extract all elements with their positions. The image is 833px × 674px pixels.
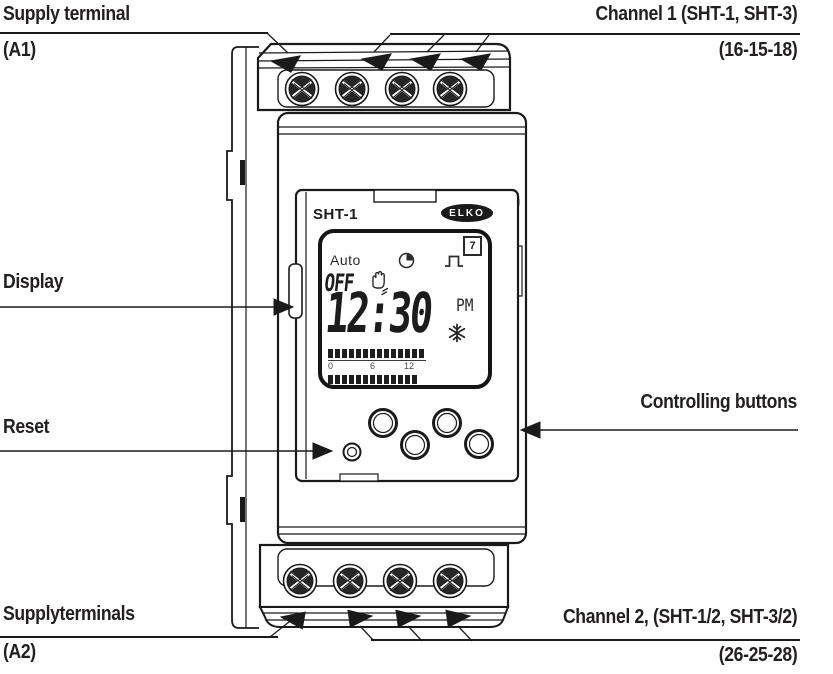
pulse-icon bbox=[445, 255, 463, 267]
channel2-terminal-screw-25 bbox=[381, 562, 419, 600]
label-supply-terminal-sub: (A1) bbox=[3, 39, 36, 61]
label-supply-terminals-sub: (A2) bbox=[3, 641, 36, 663]
scale-tick-12: 12 bbox=[404, 361, 415, 371]
controlling-buttons bbox=[342, 408, 494, 462]
button-2 bbox=[400, 430, 430, 460]
label-channel1: Channel 1 (SHT-1, SHT-3) bbox=[595, 3, 797, 25]
button-3 bbox=[432, 408, 462, 438]
model-label: SHT-1 bbox=[313, 206, 359, 223]
time-value: 12:30 bbox=[322, 281, 434, 345]
lcd-display: 7 Auto OFF 12:30 PM bbox=[318, 229, 492, 389]
meridiem-label: PM bbox=[456, 296, 474, 316]
supply-terminal-screw-a1 bbox=[283, 70, 321, 108]
clock-icon bbox=[398, 252, 415, 269]
day-indicator: 7 bbox=[463, 236, 482, 256]
supply-terminal-screw-a2 bbox=[281, 562, 319, 600]
bottom-terminal-block bbox=[258, 543, 510, 628]
timeline-bar-top bbox=[328, 349, 424, 358]
label-channel2: Channel 2, (SHT-1/2, SHT-3/2) bbox=[562, 606, 798, 628]
snowflake-icon bbox=[448, 323, 466, 343]
channel1-terminal-screw-15 bbox=[383, 70, 421, 108]
callout-lines bbox=[0, 32, 800, 642]
label-controlling-buttons: Controlling buttons bbox=[640, 391, 797, 413]
label-display: Display bbox=[3, 271, 64, 293]
reset-button bbox=[342, 442, 362, 462]
label-supply-terminals: Supplyterminals bbox=[3, 603, 135, 625]
scale-tick-0: 0 bbox=[328, 361, 334, 371]
panel-top-notch bbox=[373, 189, 437, 203]
label-supply-terminal: Supply terminal bbox=[3, 3, 130, 25]
label-channel1-sub: (16-15-18) bbox=[718, 39, 797, 61]
display-flap-tab bbox=[288, 263, 303, 319]
channel1-terminal-screw-16 bbox=[333, 70, 371, 108]
panel-bottom-slot bbox=[339, 473, 379, 482]
button-1 bbox=[368, 408, 398, 438]
channel1-terminal-screw-18 bbox=[431, 70, 469, 108]
mode-label: Auto bbox=[330, 252, 361, 268]
scale-tick-6: 6 bbox=[370, 361, 376, 371]
button-4 bbox=[464, 429, 494, 459]
timeline-scale: 0 6 12 bbox=[328, 360, 426, 373]
brand-logo: ELKO bbox=[441, 204, 493, 222]
top-terminal-block bbox=[256, 42, 512, 112]
channel2-terminal-screw-28 bbox=[431, 562, 469, 600]
manual-hand-icon bbox=[372, 270, 389, 296]
din-mount-profile bbox=[226, 46, 259, 629]
label-channel2-sub: (26-25-28) bbox=[718, 644, 797, 666]
din-clip-bottom bbox=[240, 497, 245, 522]
din-clip-top bbox=[240, 160, 245, 185]
label-reset: Reset bbox=[3, 416, 50, 438]
channel2-terminal-screw-26 bbox=[331, 562, 369, 600]
timeline-bar-bottom bbox=[328, 375, 417, 384]
